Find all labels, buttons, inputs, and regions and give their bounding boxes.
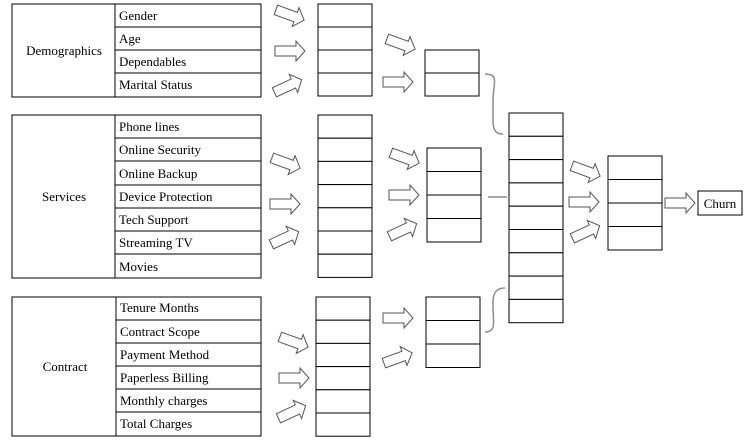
services-layer-1-node <box>317 207 373 232</box>
demographics-layer-2 <box>424 49 480 97</box>
flow-arrow-icon <box>567 216 605 248</box>
churn-output-label: Churn <box>704 196 737 211</box>
merged-layer-node <box>508 159 564 184</box>
contract-layer-1-node <box>315 412 371 437</box>
services-layer-1 <box>317 114 373 278</box>
flow-arrow-icon <box>382 307 414 329</box>
demographics-layer-2-node <box>424 49 480 74</box>
feature-online-backup: Online Backup <box>119 166 197 181</box>
demographics-layer-1-node <box>317 26 373 51</box>
feature-tech-support: Tech Support <box>119 212 189 227</box>
feature-gender: Gender <box>119 8 158 23</box>
demographics-layer-1-node <box>317 3 373 28</box>
flow-arrow-icon <box>274 40 306 62</box>
merged-layer-node <box>508 112 564 137</box>
services-layer-2-node <box>426 194 482 219</box>
contract-layer-1-node <box>315 296 371 321</box>
contract-layer-1-node <box>315 319 371 344</box>
services-layer-2 <box>426 147 482 243</box>
feature-total-charges: Total Charges <box>120 416 192 431</box>
services-layer-2-node <box>426 147 482 172</box>
contract-layer-1-node <box>315 366 371 391</box>
feature-streaming-tv: Streaming TV <box>119 235 193 250</box>
services-group-label: Services <box>42 189 86 204</box>
merge-connectors <box>484 73 507 333</box>
flow-arrow-icon <box>269 193 301 215</box>
final-layer <box>607 155 663 251</box>
demographics-layer-2-node <box>424 72 480 97</box>
feature-age: Age <box>119 31 141 46</box>
feature-payment-method: Payment Method <box>120 347 210 362</box>
merged-layer-node <box>508 229 564 254</box>
flow-arrow-icon <box>664 192 696 214</box>
contract-layer-2-node <box>425 343 481 368</box>
final-layer-node <box>607 202 663 227</box>
final-layer-node <box>607 226 663 251</box>
merged-layer-node <box>508 135 564 161</box>
feature-tenure-months: Tenure Months <box>120 300 199 315</box>
contract-layer-1-node <box>315 389 371 414</box>
contract-group: Contract Tenure Months Contract Scope Pa… <box>11 296 262 437</box>
feature-marital-status: Marital Status <box>119 77 192 92</box>
services-layer-1-node <box>317 184 373 209</box>
services-layer-1-node <box>317 230 373 255</box>
services-layer-1-node <box>317 137 373 162</box>
services-layer-1-node <box>317 253 373 278</box>
feature-phone-lines: Phone lines <box>119 119 179 134</box>
demographics-layer-1-node <box>317 49 373 74</box>
feature-monthly-charges: Monthly charges <box>120 393 208 408</box>
flow-arrow-icon <box>278 367 310 389</box>
demographics-group: Demographics Gender Age Dependables Mari… <box>11 3 262 98</box>
contract-layer-1 <box>315 296 371 437</box>
flow-arrow-icon <box>379 342 417 374</box>
connector-demographics-to-merge <box>484 73 504 135</box>
network-layers <box>315 3 663 437</box>
services-layer-1-node <box>317 160 373 186</box>
contract-layer-2-node <box>425 320 481 345</box>
services-layer-2-node <box>426 171 482 196</box>
connector-contract-to-merge <box>484 287 506 333</box>
flow-arrow-icon <box>388 184 420 206</box>
contract-group-label: Contract <box>43 359 88 374</box>
merged-layer-node <box>508 182 564 207</box>
flow-arrow-icon <box>386 142 424 174</box>
demographics-layer-1 <box>317 3 373 97</box>
merged-layer-node <box>508 298 564 324</box>
churn-output-box <box>697 190 743 216</box>
feature-movies: Movies <box>119 259 158 274</box>
feature-online-security: Online Security <box>119 142 201 157</box>
demographics-group-label: Demographics <box>26 43 102 58</box>
feature-contract-scope: Contract Scope <box>120 324 200 339</box>
merged-layer-node <box>508 205 564 230</box>
services-group: Services Phone lines Online Security Onl… <box>11 114 262 279</box>
flow-arrow-icon <box>568 191 600 213</box>
flow-arrow-icon <box>269 70 307 102</box>
services-layer-1-node <box>317 114 373 139</box>
flow-arrow-icon <box>567 155 605 187</box>
merged-layer-node <box>508 275 564 300</box>
flow-arrow-icon <box>266 222 304 254</box>
demographics-layer-1-node <box>317 72 373 97</box>
contract-layer-2-node <box>425 296 481 321</box>
feature-paperless-billing: Paperless Billing <box>120 370 209 385</box>
flow-arrow-icon <box>275 326 313 358</box>
churn-output: Churn <box>697 190 743 216</box>
flow-arrow-icon <box>273 396 311 428</box>
flow-arrow-icon <box>384 214 422 246</box>
feature-device-protection: Device Protection <box>119 189 213 204</box>
feature-dependables: Dependables <box>119 54 186 69</box>
contract-layer-2 <box>425 296 481 368</box>
final-layer-node <box>607 155 663 180</box>
flow-arrow-icon <box>267 147 305 179</box>
final-layer-node <box>607 179 663 204</box>
flow-arrow-icon <box>382 71 414 93</box>
services-group-box <box>11 114 262 279</box>
flow-arrow-icon <box>271 0 309 31</box>
contract-layer-1-node <box>315 342 371 368</box>
flow-arrow-icon <box>382 28 420 60</box>
services-layer-2-node <box>426 218 482 243</box>
merged-layer-node <box>508 252 564 277</box>
merged-layer <box>508 112 564 324</box>
